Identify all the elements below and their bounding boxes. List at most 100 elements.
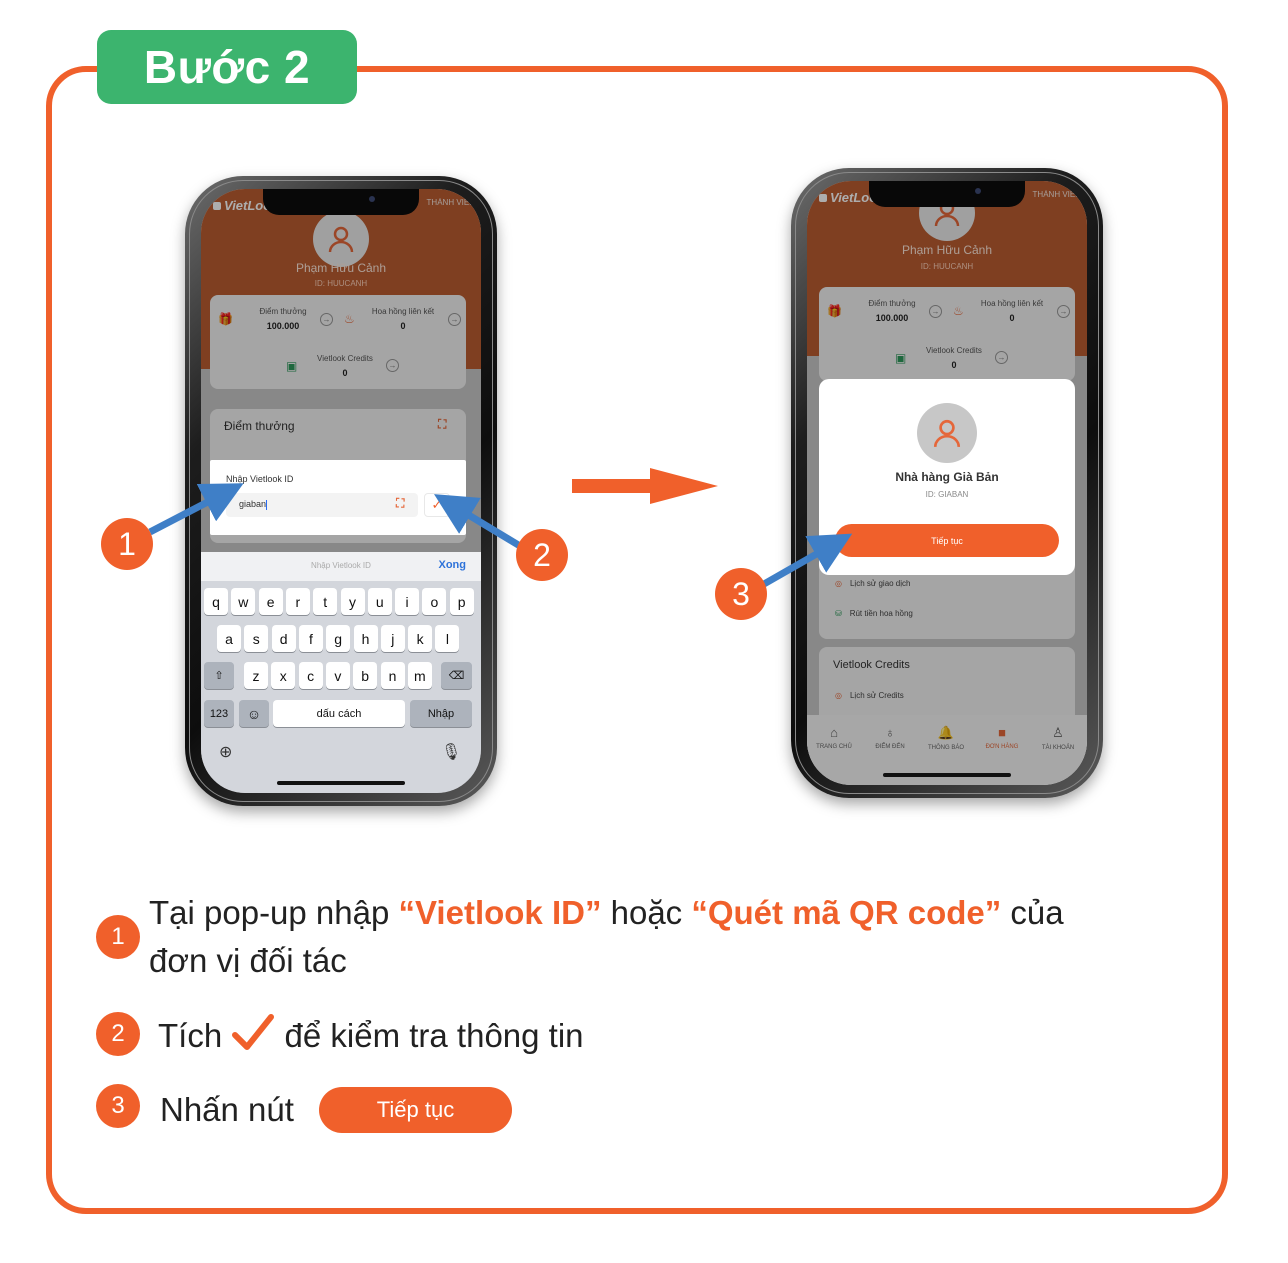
phone-mockup-right: VietLook THÀNH VIÊN Phạm Hữu Cảnh ID: HU… xyxy=(791,168,1103,798)
list-item[interactable]: ◎Lịch sử Credits xyxy=(835,691,904,700)
key-j[interactable]: j xyxy=(380,625,405,652)
list-item[interactable]: ◎Lịch sử giao dịch xyxy=(835,579,911,588)
key-z[interactable]: z xyxy=(244,662,268,689)
key-return[interactable]: Nhập xyxy=(410,700,472,727)
qr-scan-icon[interactable]: ⛶ xyxy=(438,417,447,431)
key-r[interactable]: r xyxy=(285,588,310,615)
microphone-icon[interactable]: 🎙 xyxy=(441,744,462,761)
key-x[interactable]: x xyxy=(271,662,296,689)
location-pin-icon: ♁ xyxy=(885,725,895,740)
commission-icon: ♨ xyxy=(344,312,355,326)
nav-destinations[interactable]: ♁ĐIỂM ĐẾN xyxy=(863,725,917,750)
key-u[interactable]: u xyxy=(367,588,392,615)
step-frame xyxy=(46,66,1228,1214)
vietlook-id-input[interactable]: giaban ⛶ xyxy=(226,493,418,517)
nav-orders[interactable]: ■ĐƠN HÀNG xyxy=(975,725,1029,750)
nav-home[interactable]: ⌂TRANG CHỦ xyxy=(807,725,861,750)
keyboard-toolbar: Nhập Vietlook ID Xong xyxy=(201,552,481,581)
continue-button-sample: Tiếp tục xyxy=(319,1087,512,1133)
user-name: Phạm Hữu Cảnh xyxy=(901,243,993,257)
emoji-key[interactable]: ☺ xyxy=(239,700,269,727)
phone-notch xyxy=(263,189,419,215)
credits-section: Vietlook Credits ◎Lịch sử Credits xyxy=(819,647,1075,727)
key-q[interactable]: q xyxy=(204,588,228,615)
key-a[interactable]: a xyxy=(217,625,241,652)
person-icon: ♙ xyxy=(1052,725,1064,740)
partner-popup: Nhà hàng Già Bản ID: GIABAN Tiếp tục xyxy=(819,379,1075,575)
bottom-nav: ⌂TRANG CHỦ ♁ĐIỂM ĐẾN 🔔THÔNG BÁO ■ĐƠN HÀN… xyxy=(807,715,1087,785)
shift-icon[interactable]: ⇧ xyxy=(204,662,234,689)
key-g[interactable]: g xyxy=(326,625,351,652)
partner-id: ID: GIABAN xyxy=(925,490,969,499)
key-numbers[interactable]: 123 xyxy=(204,700,234,727)
pointer-arrow-3 xyxy=(762,533,853,588)
instruction-3: Nhấn nút xyxy=(160,1091,294,1128)
keyboard-done-button[interactable]: Xong xyxy=(438,559,467,571)
instruction-number-2: 2 xyxy=(96,1012,140,1056)
marker-1: 1 xyxy=(101,518,153,570)
keyboard-placeholder: Nhập Vietlook ID xyxy=(311,561,371,570)
nav-notifications[interactable]: 🔔THÔNG BÁO xyxy=(919,725,973,751)
key-b[interactable]: b xyxy=(353,662,378,689)
backspace-icon[interactable]: ⌫ xyxy=(441,662,472,689)
key-v[interactable]: v xyxy=(325,662,350,689)
key-p[interactable]: p xyxy=(449,588,474,615)
arrow-right-icon[interactable]: → xyxy=(929,305,942,318)
key-y[interactable]: y xyxy=(340,588,365,615)
instruction-2: Tích để kiểm tra thông tin xyxy=(158,1012,584,1060)
phone-screen-right: VietLook THÀNH VIÊN Phạm Hữu Cảnh ID: HU… xyxy=(807,181,1087,785)
section-title: Vietlook Credits xyxy=(833,659,910,671)
bell-icon: 🔔 xyxy=(937,725,955,740)
partner-name: Nhà hàng Già Bản xyxy=(895,470,999,484)
key-w[interactable]: w xyxy=(231,588,256,615)
key-m[interactable]: m xyxy=(407,662,432,689)
wallet-icon: ▣ xyxy=(895,351,907,365)
home-icon: ⌂ xyxy=(830,725,838,740)
continue-button[interactable]: Tiếp tục xyxy=(835,524,1059,557)
checkmark-icon xyxy=(232,1014,275,1050)
step-title: Bước 2 xyxy=(97,30,357,104)
key-l[interactable]: l xyxy=(435,625,460,652)
key-d[interactable]: d xyxy=(271,625,296,652)
instruction-number-1: 1 xyxy=(96,915,140,959)
user-icon xyxy=(933,419,961,448)
arrow-right-icon[interactable]: → xyxy=(1057,305,1070,318)
partner-avatar xyxy=(917,403,977,463)
arrow-right-icon[interactable]: → xyxy=(448,313,461,326)
arrow-right-icon[interactable]: → xyxy=(386,359,399,372)
qr-scan-icon[interactable]: ⛶ xyxy=(396,496,405,510)
key-e[interactable]: e xyxy=(258,588,283,615)
key-t[interactable]: t xyxy=(313,588,338,615)
key-k[interactable]: k xyxy=(408,625,433,652)
arrow-right-icon[interactable]: → xyxy=(995,351,1008,364)
nav-account[interactable]: ♙TÀI KHOẢN xyxy=(1031,725,1085,751)
key-space[interactable]: dấu cách xyxy=(273,700,405,727)
key-i[interactable]: i xyxy=(395,588,420,615)
key-n[interactable]: n xyxy=(380,662,405,689)
user-id: ID: HUUCANH xyxy=(920,262,974,271)
input-value: giaban xyxy=(239,499,267,509)
user-avatar xyxy=(313,211,369,267)
member-label: THÀNH VIÊN xyxy=(1032,190,1081,199)
arrow-right-icon[interactable]: → xyxy=(320,313,333,326)
wallet-icon: ▣ xyxy=(286,359,298,373)
key-o[interactable]: o xyxy=(422,588,447,615)
key-c[interactable]: c xyxy=(298,662,323,689)
globe-icon[interactable]: ⊕ xyxy=(219,744,233,761)
vietlook-id-popup: Nhập Vietlook ID giaban ⛶ ✓ xyxy=(210,460,466,535)
user-name: Phạm Hữu Cảnh xyxy=(295,261,387,275)
list-item[interactable]: ⛁Rút tiền hoa hồng xyxy=(835,609,913,618)
phone-mockup-left: VietLook THÀNH VIÊN Phạm Hữu Cảnh ID: HU… xyxy=(185,176,497,806)
user-icon xyxy=(328,226,354,253)
key-f[interactable]: f xyxy=(298,625,323,652)
orders-icon: ■ xyxy=(998,725,1006,740)
key-h[interactable]: h xyxy=(353,625,378,652)
key-s[interactable]: s xyxy=(244,625,269,652)
